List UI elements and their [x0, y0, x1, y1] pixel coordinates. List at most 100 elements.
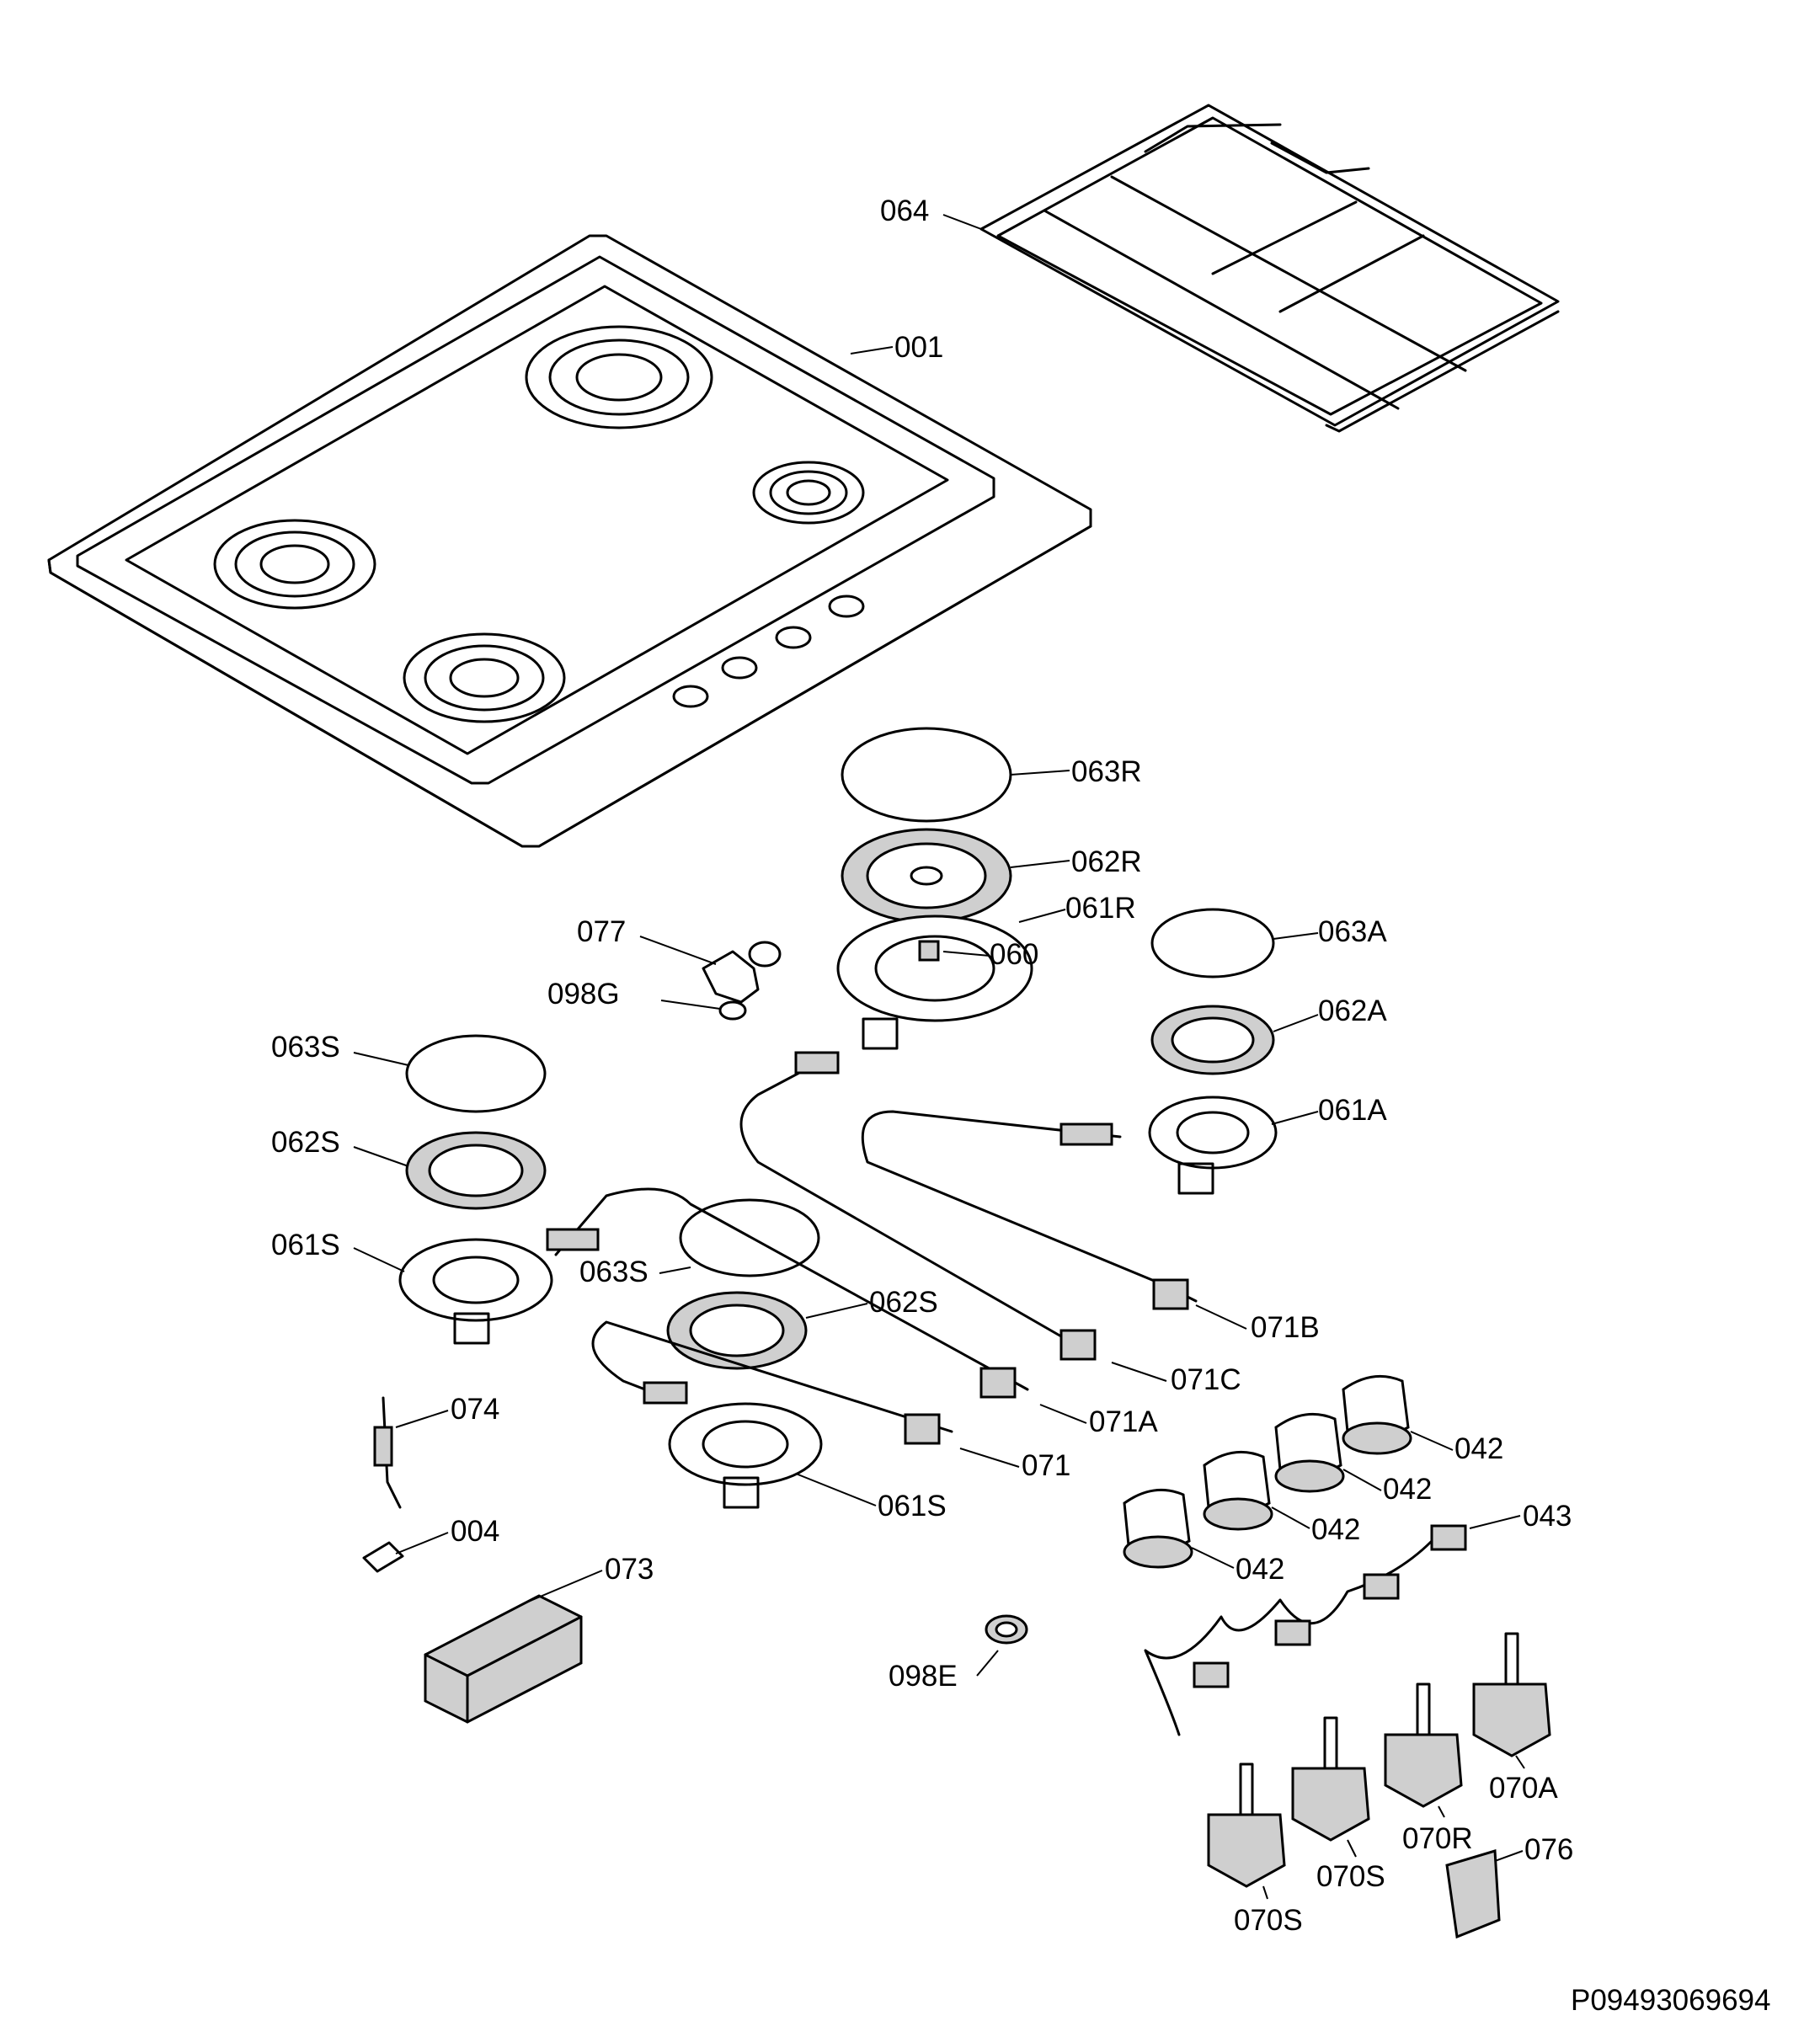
label-042-2: 042 [1383, 1473, 1432, 1506]
flame-spreader-062S-left[interactable] [405, 1131, 547, 1210]
label-071A-group: 071A [1039, 1404, 1158, 1438]
document-code: P09493069694 [1571, 1984, 1770, 2017]
burner-cap-063R[interactable] [841, 727, 1012, 823]
label-004: 004 [451, 1515, 499, 1548]
label-070S-2-group: 070S [1234, 1885, 1303, 1937]
control-knob-042-2[interactable] [1274, 1412, 1345, 1493]
control-knob-042-4[interactable] [1123, 1488, 1193, 1569]
label-071C: 071C [1171, 1363, 1241, 1396]
label-001: 001 [894, 331, 943, 364]
flame-spreader-062S-mid[interactable] [666, 1291, 808, 1370]
label-070S-1-group: 070S [1316, 1839, 1385, 1893]
label-071B: 071B [1251, 1311, 1320, 1344]
flame-spreader-062A[interactable] [1150, 1005, 1275, 1075]
label-061S-mid: 061S [878, 1490, 947, 1522]
gas-elbow-077[interactable] [702, 941, 782, 1004]
flame-spreader-062R[interactable] [841, 828, 1012, 924]
label-098E: 098E [889, 1660, 958, 1693]
label-070A: 070A [1489, 1772, 1558, 1805]
label-063S-left: 063S [271, 1031, 340, 1064]
burner-base-061S-left[interactable] [398, 1238, 553, 1345]
label-071-group: 071 [959, 1448, 1070, 1482]
label-070R-group: 070R [1402, 1805, 1473, 1855]
gas-pipe-071B[interactable] [861, 1110, 1198, 1310]
label-076-group: 076 [1494, 1833, 1573, 1866]
label-070S-1: 070S [1316, 1860, 1385, 1893]
label-061A-group: 061A [1271, 1094, 1387, 1127]
label-070R: 070R [1402, 1822, 1473, 1855]
label-042-2-group: 042 [1342, 1469, 1432, 1506]
control-knob-042-1[interactable] [1342, 1374, 1412, 1455]
control-knob-042-3[interactable] [1203, 1450, 1273, 1531]
label-064: 064 [880, 195, 929, 227]
gas-tap-070A[interactable] [1472, 1632, 1551, 1757]
label-077: 077 [577, 915, 626, 948]
label-063S-mid-group: 063S [579, 1256, 691, 1288]
gas-tap-070R[interactable] [1384, 1682, 1463, 1808]
label-063S-left-group: 063S [271, 1031, 409, 1066]
microswitch-harness-043[interactable] [1144, 1524, 1467, 1736]
label-070A-group: 070A [1489, 1755, 1558, 1805]
label-063R: 063R [1071, 755, 1142, 788]
burner-base-061A[interactable] [1148, 1096, 1278, 1195]
label-061R-group: 061R [1018, 892, 1136, 925]
label-042-4: 042 [1236, 1553, 1284, 1586]
burner-cap-063S-left[interactable] [405, 1034, 547, 1113]
label-071C-group: 071C [1111, 1362, 1241, 1396]
label-061A: 061A [1318, 1094, 1387, 1127]
label-063S-mid: 063S [579, 1256, 648, 1288]
label-098E-group: 098E [889, 1650, 999, 1693]
label-062R-group: 062R [1010, 845, 1142, 878]
burner-base-061S-mid[interactable] [668, 1402, 823, 1509]
label-062S-mid-group: 062S [805, 1286, 938, 1319]
label-062S-left: 062S [271, 1126, 340, 1159]
burner-base-061R[interactable] [836, 915, 1033, 1050]
label-063A-group: 063A [1273, 915, 1387, 948]
burner-cap-063A[interactable] [1150, 908, 1275, 979]
label-060: 060 [990, 938, 1038, 971]
injector-060[interactable] [918, 940, 940, 962]
label-071: 071 [1022, 1449, 1070, 1482]
label-061S-left-group: 061S [271, 1229, 405, 1272]
gas-tap-070S-1[interactable] [1291, 1716, 1370, 1842]
clip-004[interactable] [362, 1541, 404, 1573]
hob-top-001[interactable] [47, 234, 1092, 848]
seal-098G[interactable] [718, 1000, 747, 1021]
pan-support-064[interactable] [979, 104, 1560, 433]
label-061S-left: 061S [271, 1229, 340, 1261]
ignition-unit-073[interactable] [424, 1594, 583, 1724]
label-062S-left-group: 062S [271, 1126, 409, 1167]
seal-098E[interactable] [985, 1614, 1028, 1645]
label-073-group: 073 [521, 1553, 654, 1605]
label-061S-mid-group: 061S [795, 1473, 947, 1522]
label-073: 073 [605, 1553, 654, 1586]
label-062S-mid: 062S [869, 1286, 938, 1319]
label-071A: 071A [1089, 1405, 1158, 1438]
label-062A-group: 062A [1273, 995, 1387, 1032]
label-043: 043 [1523, 1500, 1572, 1533]
label-042-3-group: 042 [1271, 1506, 1360, 1546]
label-001-group: 001 [850, 331, 943, 364]
label-076: 076 [1524, 1833, 1573, 1866]
label-077-group: 077 [577, 915, 717, 965]
burner-cap-063S-mid[interactable] [679, 1198, 820, 1277]
bracket-076[interactable] [1445, 1849, 1501, 1939]
label-063R-group: 063R [1010, 755, 1142, 788]
gas-pipe-071A[interactable] [546, 1187, 1029, 1399]
label-062R: 062R [1071, 845, 1142, 878]
label-070S-2: 070S [1234, 1904, 1303, 1937]
gas-pipe-071C[interactable] [739, 1051, 1097, 1361]
label-042-1-group: 042 [1410, 1431, 1503, 1465]
gas-pipe-071[interactable] [591, 1320, 953, 1445]
label-071B-group: 071B [1195, 1304, 1320, 1344]
label-074: 074 [451, 1393, 499, 1426]
label-063A: 063A [1318, 915, 1387, 948]
thermocouple-074[interactable] [373, 1396, 402, 1509]
label-074-group: 074 [395, 1393, 499, 1428]
gas-tap-070S-2[interactable] [1207, 1762, 1286, 1888]
label-061R: 061R [1065, 892, 1136, 925]
label-060-group: 060 [942, 938, 1038, 971]
label-098G-group: 098G [547, 978, 721, 1010]
label-004-group: 004 [395, 1515, 499, 1554]
